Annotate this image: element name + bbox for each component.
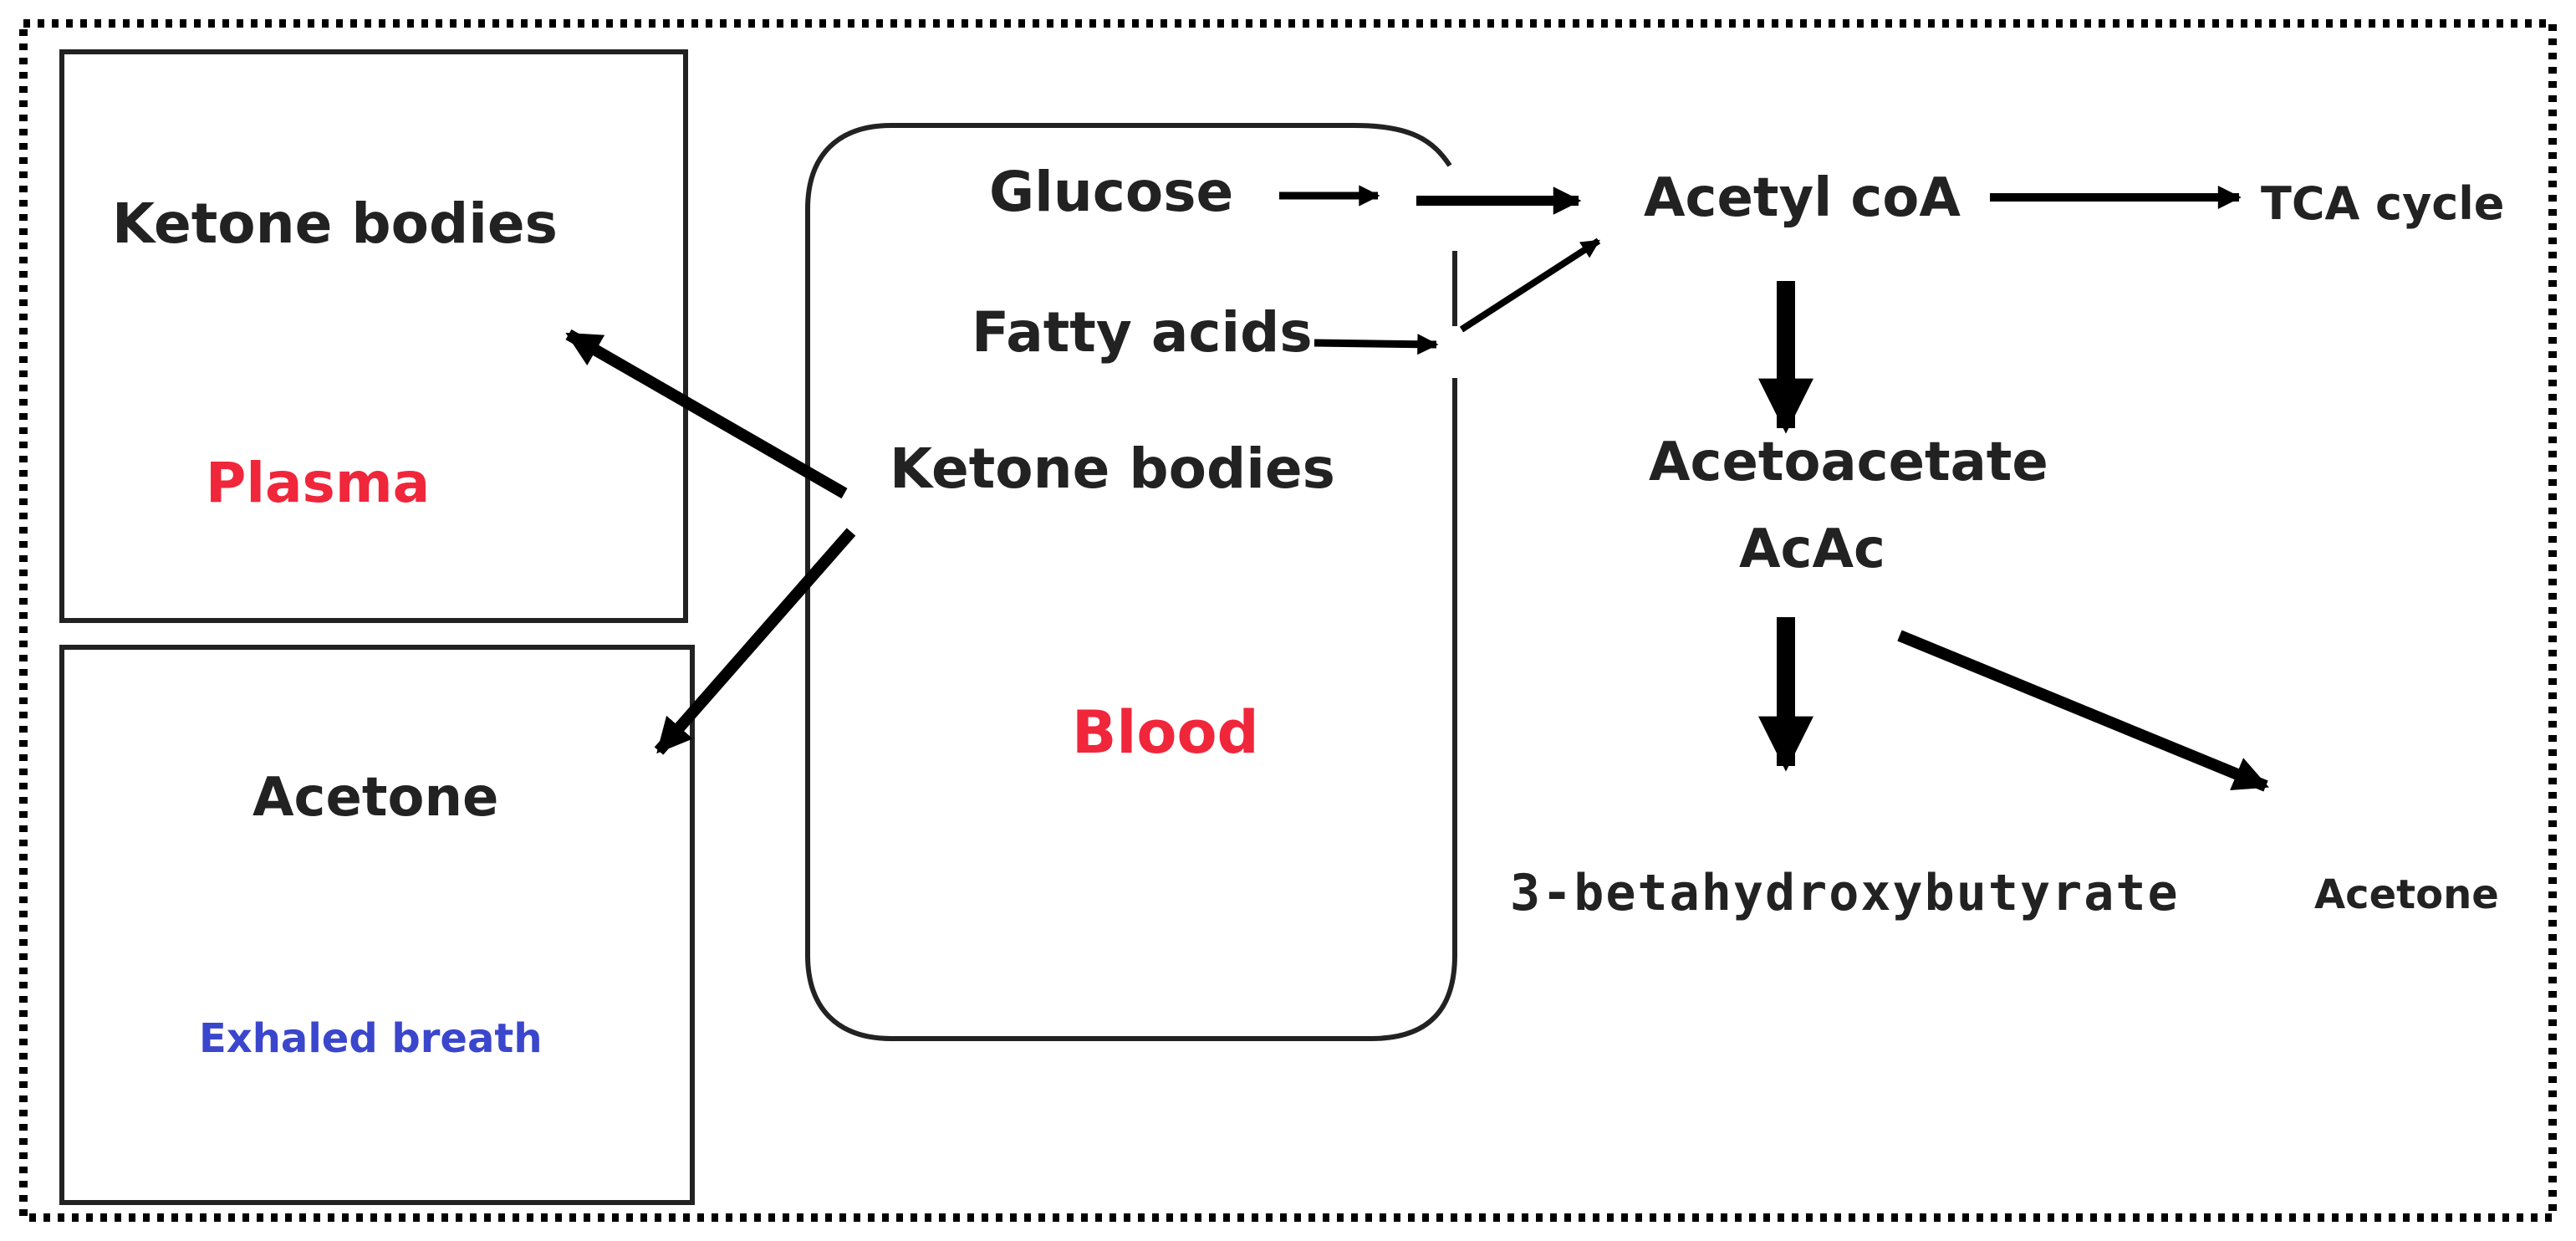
ketone-to-plasma-arrow: [565, 329, 848, 499]
pathway-acetone-label: Acetone: [2314, 871, 2499, 918]
blood-ketone-bodies-label: Ketone bodies: [890, 437, 1335, 501]
plasma-compartment-label: Plasma: [206, 451, 430, 515]
fatty-acids-arrow: [1314, 334, 1439, 355]
fatty-acids-to-acetyl-coa-arrow: [1459, 237, 1601, 333]
breath-compartment-label: Exhaled breath: [199, 1015, 542, 1062]
exhaled-breath-box-border: [59, 645, 695, 1205]
acac-label: AcAc: [1739, 518, 1885, 580]
acac-to-acetone-arrow: [1897, 630, 2269, 792]
fatty-acids-label: Fatty acids: [972, 300, 1313, 365]
bhb-label: 3-betahydroxybutyrate: [1510, 864, 2180, 922]
exhaled-breath-box: Acetone Exhaled breath: [59, 645, 695, 1205]
acetyl-coa-label: Acetyl coA: [1644, 167, 1961, 229]
ketogenesis-pathway: Acetyl coA TCA cycle Acetoacetate AcAc 3…: [1510, 167, 2504, 922]
glucose-label: Glucose: [989, 160, 1233, 224]
acetoacetate-label: Acetoacetate: [1649, 432, 2048, 493]
plasma-box-border: [59, 49, 688, 623]
blood-compartment-label: Blood: [1072, 698, 1259, 767]
blood-box: Glucose Fatty acids Ketone bodies Blood: [805, 123, 1457, 1041]
ketone-to-breath-arrow: [654, 528, 856, 755]
plasma-ketone-bodies-label: Ketone bodies: [112, 192, 558, 256]
breath-acetone-label: Acetone: [252, 767, 498, 829]
blood-box-border: [805, 123, 1457, 1041]
plasma-box: Ketone bodies Plasma: [59, 49, 688, 623]
tca-cycle-label: TCA cycle: [2261, 177, 2504, 230]
